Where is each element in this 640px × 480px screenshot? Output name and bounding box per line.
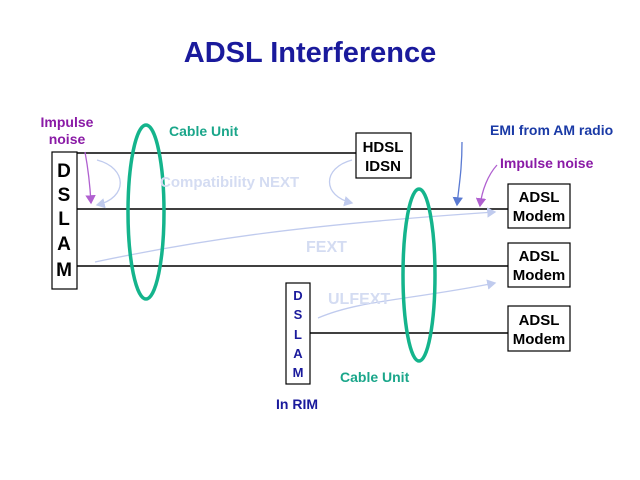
impulse-noise-right-label: Impulse noise (500, 155, 594, 171)
next-curve-right (328, 159, 354, 207)
adsl-modem-3: ADSL Modem (507, 305, 571, 352)
dslam-left-letter: A (57, 234, 71, 255)
adsl-modem-1: ADSL Modem (507, 183, 571, 229)
dslam-rim-letter: S (294, 307, 303, 322)
transmission-lines (77, 152, 508, 334)
ulfext-label: ULFEXT (328, 291, 390, 308)
dslam-rim-letters: D S L A M (293, 288, 304, 380)
emi-arrow (452, 141, 463, 207)
impulse-noise-right-arrow (475, 164, 498, 208)
ulfext-curve (317, 279, 497, 319)
fext-curve (94, 207, 497, 263)
dslam-rim-letter: M (293, 365, 304, 380)
modem-line-2: Modem (513, 208, 566, 225)
adsl-modem-2: ADSL Modem (507, 242, 571, 288)
hdsl-box (355, 132, 412, 179)
dslam-rim-box (285, 282, 311, 385)
emi-label: EMI from AM radio (490, 122, 613, 138)
cable-unit-left (126, 123, 166, 301)
page-title: ADSL Interference (184, 37, 437, 69)
modem-line-1: ADSL (519, 248, 560, 265)
dslam-left-letter: M (56, 260, 72, 281)
modem-box (507, 305, 571, 352)
compatibility-next-label: Compatibility NEXT (160, 174, 299, 191)
dslam-rim-letter: A (293, 346, 303, 361)
cable-unit-right (401, 187, 437, 363)
dslam-left-letter: D (57, 161, 71, 182)
dslam-rim-letter: L (294, 327, 302, 342)
hdsl-line-2: IDSN (365, 158, 401, 175)
hdsl-label: HDSL IDSN (363, 139, 404, 175)
cable-unit-top-label: Cable Unit (169, 123, 239, 139)
impulse-noise-left-arrow (84, 151, 96, 205)
hdsl-line-1: HDSL (363, 139, 404, 156)
modem-line-1: ADSL (519, 312, 560, 329)
cable-unit-bottom-label: Cable Unit (340, 369, 410, 385)
dslam-left-letters: D S L A M (56, 161, 72, 281)
fext-label: FEXT (306, 239, 347, 256)
next-curve-left (95, 159, 121, 209)
impulse-noise-left-line-2: noise (49, 131, 86, 147)
in-rim-label: In RIM (276, 396, 318, 412)
dslam-rim-letter: D (293, 288, 302, 303)
modem-box (507, 183, 571, 229)
impulse-noise-left-line-1: Impulse (41, 114, 94, 130)
modem-box (507, 242, 571, 288)
crosstalk-curves (94, 159, 497, 319)
dslam-left-letter: S (58, 185, 71, 206)
modem-line-1: ADSL (519, 189, 560, 206)
modem-line-2: Modem (513, 331, 566, 348)
dslam-left-box (51, 151, 78, 290)
dslam-left-letter: L (58, 209, 70, 230)
modem-line-2: Modem (513, 267, 566, 284)
